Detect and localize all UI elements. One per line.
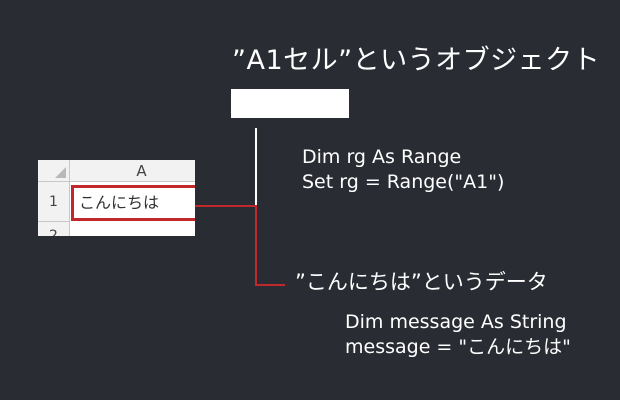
object-title: ”A1セル”というオブジェクト bbox=[232, 45, 601, 76]
code-block-range: Dim rg As Range Set rg = Range("A1") bbox=[302, 145, 504, 195]
connector-line-cell bbox=[178, 205, 257, 207]
connector-line-data-vertical bbox=[255, 205, 257, 286]
connector-line-data bbox=[255, 284, 285, 286]
code-line-dim-message: Dim message As String bbox=[345, 311, 567, 333]
row-header-1[interactable]: 1 bbox=[38, 182, 70, 222]
code-block-message: Dim message As String message = "こんにちは" bbox=[345, 310, 571, 360]
column-header-a[interactable]: A bbox=[70, 160, 195, 182]
row-header-2[interactable]: 2 bbox=[38, 222, 70, 236]
code-line-set-range: Set rg = Range("A1") bbox=[302, 171, 505, 193]
code-line-dim-range: Dim rg As Range bbox=[302, 146, 462, 168]
object-box bbox=[231, 89, 349, 118]
code-line-assign-message: message = "こんにちは" bbox=[345, 336, 571, 358]
data-title: ”こんにちは”というデータ bbox=[295, 270, 548, 294]
select-all-corner[interactable] bbox=[38, 160, 70, 182]
spreadsheet: A 1 2 こんにちは bbox=[38, 160, 195, 236]
cell-a2[interactable] bbox=[70, 222, 195, 236]
cell-a1-selected[interactable]: こんにちは bbox=[71, 185, 195, 221]
